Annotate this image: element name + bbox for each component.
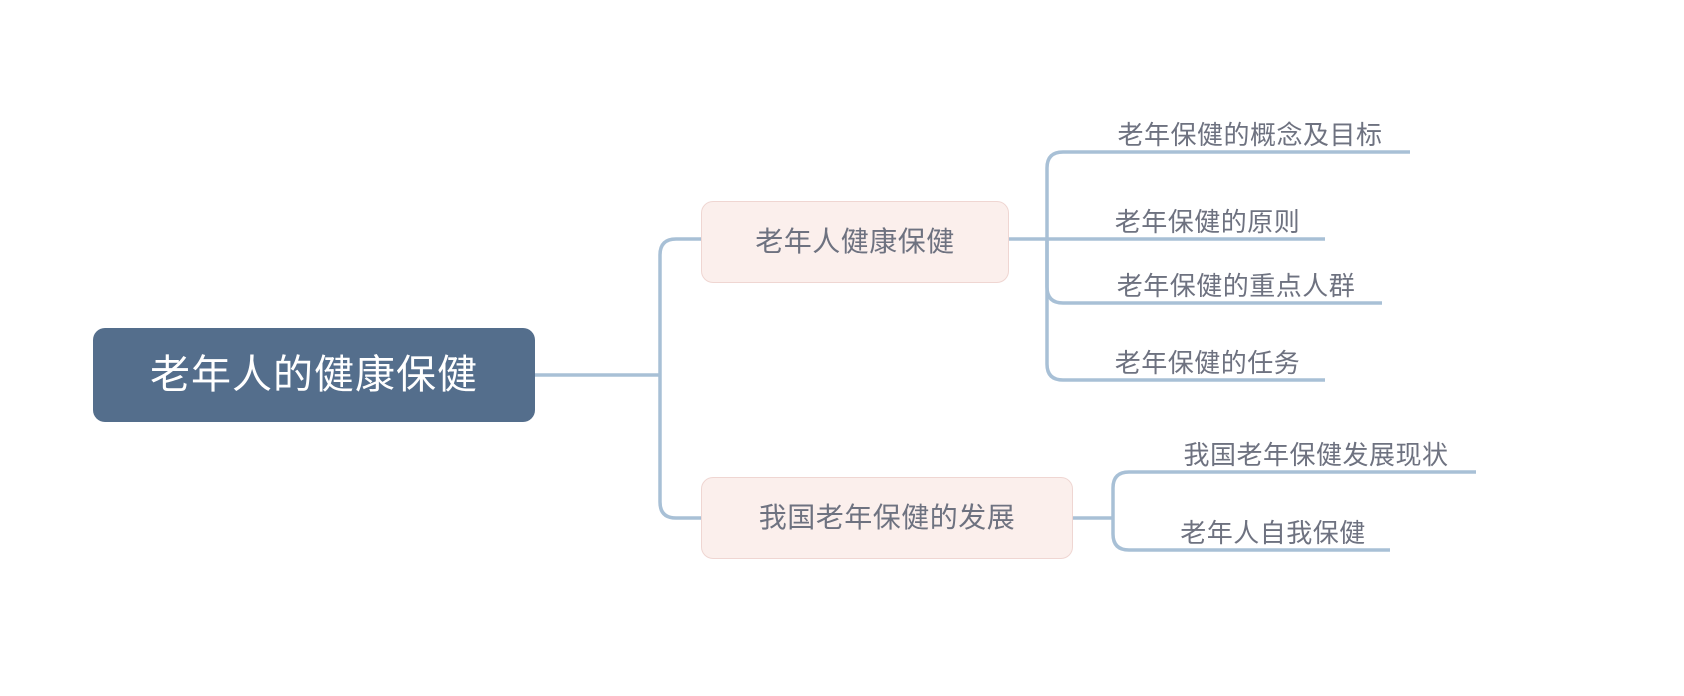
link-trunk-branch-2 — [658, 375, 701, 520]
link-trunk-branch-1 — [658, 237, 701, 375]
leaf-node-1-1-label: 老年保健的概念及目标 — [1117, 120, 1383, 150]
leaf-node-2-1-label: 我国老年保健发展现状 — [1183, 440, 1449, 470]
leaf-node-2-2-label: 老年人自我保健 — [1180, 518, 1366, 548]
leaf-node-2-1[interactable]: 我国老年保健发展现状 — [1156, 418, 1476, 472]
leaf-node-1-2-label: 老年保健的原则 — [1114, 207, 1301, 237]
leaf-node-1-4[interactable]: 老年保健的任务 — [1090, 326, 1325, 380]
leaf-node-1-1[interactable]: 老年保健的概念及目标 — [1090, 98, 1410, 152]
leaf-node-2-2[interactable]: 老年人自我保健 — [1156, 496, 1390, 550]
leaf-node-1-3-label: 老年保健的重点人群 — [1116, 271, 1356, 301]
branch-node-1-label: 老年人健康保健 — [755, 226, 955, 257]
root-node[interactable]: 老年人的健康保健 — [93, 328, 535, 422]
branch-node-1[interactable]: 老年人健康保健 — [701, 201, 1009, 283]
branch-node-2[interactable]: 我国老年保健的发展 — [701, 477, 1073, 559]
leaf-node-1-4-label: 老年保健的任务 — [1114, 348, 1301, 378]
branch-node-2-label: 我国老年保健的发展 — [758, 502, 1016, 533]
root-node-label: 老年人的健康保健 — [150, 353, 478, 397]
leaf-node-1-3[interactable]: 老年保健的重点人群 — [1090, 249, 1382, 303]
leaf-node-1-2[interactable]: 老年保健的原则 — [1090, 185, 1325, 239]
